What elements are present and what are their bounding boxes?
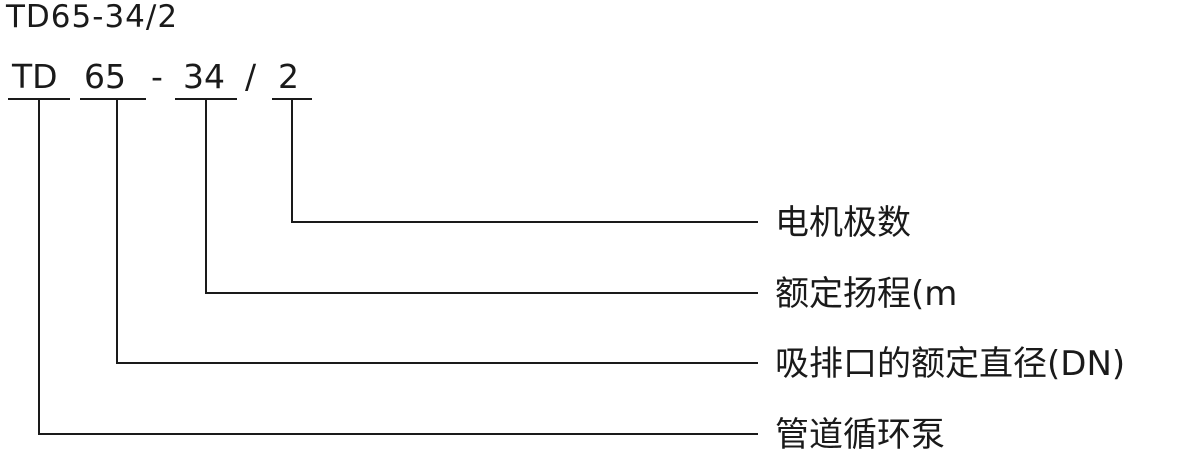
label-rated-diameter: 吸排口的额定直径(DN) [775,344,1126,384]
leader-dn [116,99,758,364]
leader-head [205,99,758,294]
leader-poles [291,99,758,223]
separator-slash: / [245,57,257,96]
label-rated-head: 额定扬程(m [775,274,958,314]
label-motor-poles: 电机极数 [775,203,911,243]
segment-dn: 65 [84,57,126,96]
leader-type [38,99,758,435]
model-title: TD65-34/2 [6,0,179,35]
separator-dash: - [151,57,163,96]
segment-prefix: TD [12,57,58,96]
label-pump-type: 管道循环泵 [775,415,945,455]
segment-poles: 2 [278,57,299,96]
segment-head: 34 [183,57,225,96]
